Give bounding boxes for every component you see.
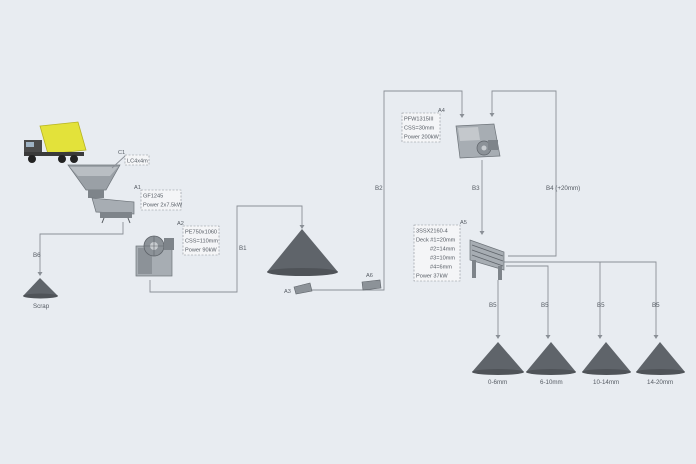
c1-spec-line: LC4x4m — [127, 159, 148, 165]
belt-b3-label: B3 — [472, 185, 480, 192]
c1-spec-box — [124, 154, 150, 166]
belt-b2-arrow — [459, 114, 465, 118]
belt-b5-line — [506, 265, 549, 336]
a5-spec-line: Power 37kW — [416, 274, 448, 280]
scrap-pile-base — [23, 293, 58, 299]
scrap-label: Scrap — [33, 303, 50, 310]
scrap-pile — [23, 278, 58, 296]
a2-id: A2 — [177, 221, 184, 227]
a5-id: A5 — [460, 220, 467, 226]
vibrating-feeder-icon — [91, 197, 135, 224]
jaw-crusher-icon — [135, 235, 174, 277]
a1-spec-line: GF1245 — [143, 194, 163, 200]
product-pile — [636, 342, 685, 372]
product-label: 10-14mm — [593, 379, 619, 386]
hopper-icon — [67, 164, 121, 198]
a2-spec-line: Power 90kW — [185, 248, 217, 254]
product-pile-base — [636, 369, 685, 375]
product-piles — [472, 342, 685, 375]
belt-b5-arrow — [653, 335, 659, 339]
belt-b4-line — [491, 90, 557, 257]
a5-spec-line: Deck #1=20mm — [416, 238, 456, 244]
belt-b5-label: B5 — [541, 302, 549, 309]
a2-spec-line: PE750x1060 — [185, 230, 217, 236]
belt-b1-line — [149, 205, 303, 293]
a4-spec-line: PFW1315III — [404, 117, 434, 123]
stockpile — [267, 229, 338, 272]
c1-leader — [111, 155, 126, 169]
a4-id: A4 — [438, 108, 445, 114]
a5-spec-line: #4=6mm — [430, 265, 452, 271]
a5-spec-line: #2=14mm — [430, 247, 455, 253]
dump-truck-icon — [24, 121, 87, 163]
belt-b6-arrow — [37, 272, 43, 276]
belt-b1-arrow — [299, 225, 305, 229]
a5-spec-line: 3SSX2160-4 — [416, 229, 448, 235]
c1-id: C1 — [118, 150, 125, 156]
a1-id: A1 — [134, 185, 141, 191]
product-pile — [472, 342, 524, 372]
belt-b5-label: B5 — [652, 302, 660, 309]
belt-b3-arrow — [479, 231, 485, 235]
a1-spec-line: Power 2x7.5kW — [143, 203, 183, 209]
belt-b4-arrow — [489, 113, 495, 117]
a1-spec-box — [140, 189, 182, 211]
a2-spec-box — [182, 225, 220, 256]
belt-b5-label: B5 — [489, 302, 497, 309]
belt-b4-label: B4 (+20mm) — [546, 185, 580, 192]
belt-b2-label: B2 — [375, 185, 383, 192]
stockpile-base — [267, 268, 338, 276]
belt-b6-label: B6 — [33, 252, 41, 259]
conveyor-icon — [293, 279, 382, 295]
a6-id: A6 — [366, 273, 373, 279]
product-label: 0-6mm — [488, 379, 507, 386]
belt-b1-label: B1 — [239, 245, 247, 252]
vibrating-screen-icon — [469, 239, 505, 280]
belt-b5-arrow — [597, 335, 603, 339]
product-label: 14-20mm — [647, 379, 673, 386]
belt-b5-label: B5 — [597, 302, 605, 309]
product-pile-base — [526, 369, 576, 375]
product-pile-base — [472, 369, 524, 375]
a2-spec-line: CSS=110mm — [185, 239, 218, 245]
product-pile — [582, 342, 631, 372]
a4-spec-line: CSS=30mm — [404, 126, 435, 132]
belt-b5-arrow — [495, 335, 501, 339]
a5-spec-line: #3=10mm — [430, 256, 455, 262]
belt-b5-arrow — [545, 335, 551, 339]
impact-crusher-icon — [455, 123, 501, 159]
a3-id: A3 — [284, 289, 291, 295]
belt-b2-line — [310, 90, 463, 291]
a4-spec-line: Power 200kW — [404, 135, 440, 141]
product-pile — [526, 342, 576, 372]
belt-b6-line — [39, 222, 124, 272]
a5-spec-box — [413, 224, 461, 282]
a4-spec-box — [401, 112, 441, 143]
product-label: 6-10mm — [540, 379, 563, 386]
belt-b5-line — [499, 261, 657, 336]
product-pile-base — [582, 369, 631, 375]
